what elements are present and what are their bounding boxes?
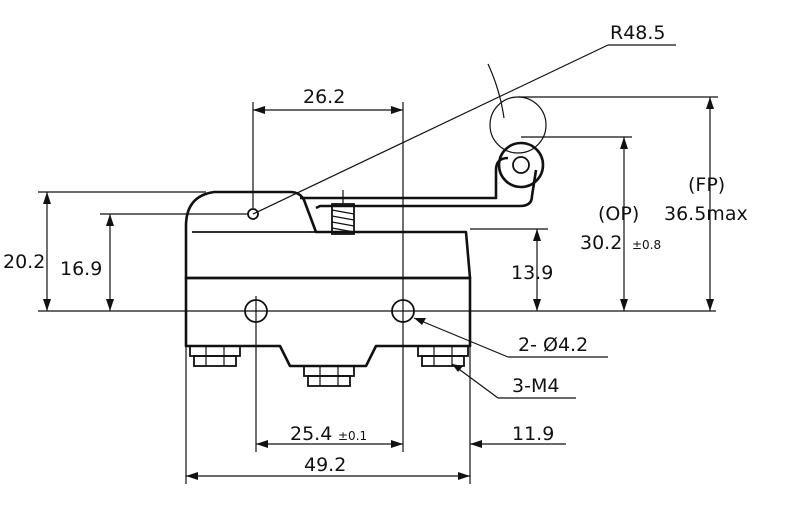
label-11-9: 11.9 [512,423,554,445]
roller-inner [512,156,530,174]
label-fp-value: 36.5max [664,203,748,225]
roller-outer [497,141,545,189]
label-holes: 2- Ø4.2 [518,334,588,356]
dimension-lines [43,97,714,480]
plunger-spring [331,190,355,235]
label-16-9: 16.9 [60,258,102,280]
label-fp: (FP) [688,174,725,196]
label-op: (OP) [598,203,639,225]
label-op-tolerance: ±0.8 [632,238,661,252]
label-pitch: 25.4 [290,423,332,445]
dimension-labels: R48.5 26.2 (FP) 36.5max (OP) 30.2 ±0.8 2… [3,22,748,476]
label-26-2: 26.2 [303,86,345,108]
label-13-9: 13.9 [511,262,553,284]
label-terminals: 3-M4 [512,375,559,397]
leader-lines [252,44,676,399]
terminal-screws [189,345,469,387]
terminal-right [417,345,469,367]
switch-body [184,190,472,368]
terminal-left [189,345,241,367]
label-op-value: 30.2 [580,232,622,254]
label-radius: R48.5 [610,22,666,44]
extension-lines [38,96,718,484]
label-20-2: 20.2 [3,251,45,273]
lever-and-roller [300,63,547,235]
label-pitch-tolerance: ±0.1 [338,429,367,443]
terminal-center [303,365,355,387]
label-overall-width: 49.2 [304,454,346,476]
roller-free-position [489,96,547,154]
